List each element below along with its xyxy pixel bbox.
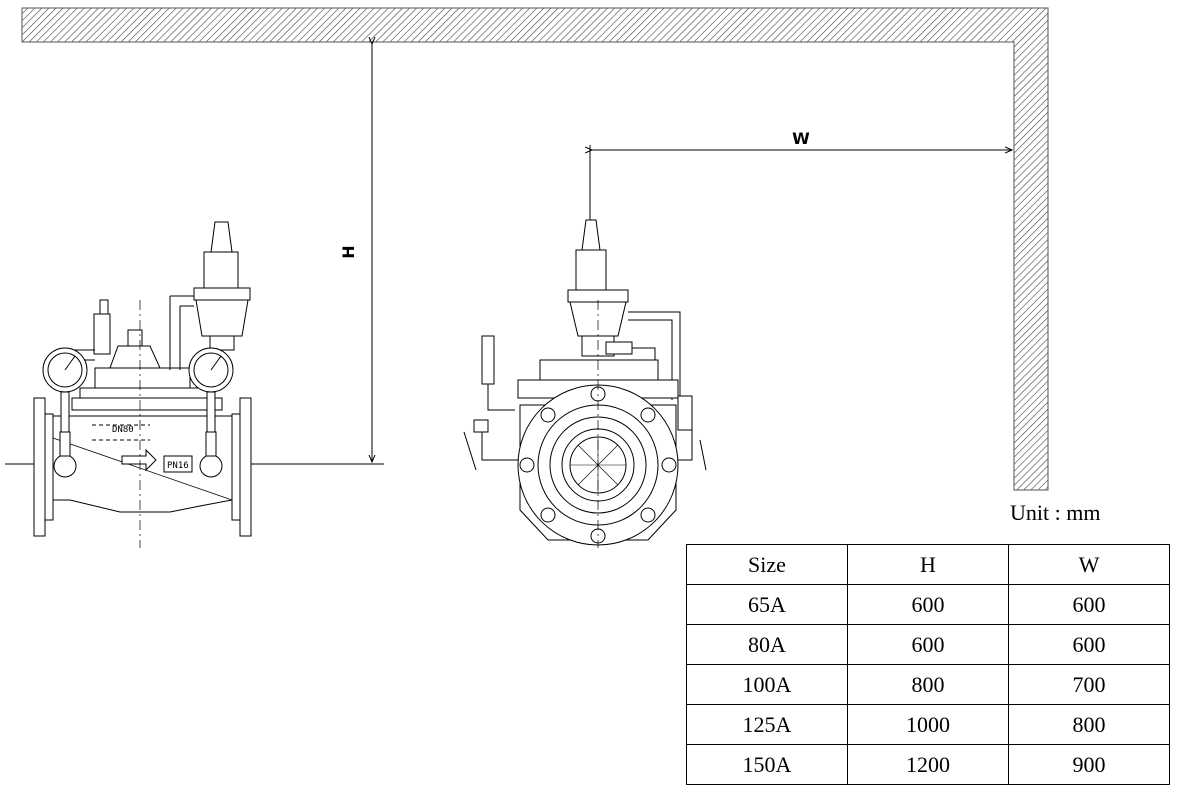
cell-h: 1000 [847,704,1009,745]
table-row: 125A 1000 800 [686,704,1170,745]
table-row: 65A 600 600 [686,584,1170,625]
cell-h: 600 [847,624,1009,665]
table-row: 150A 1200 900 [686,744,1170,785]
height-dimension [360,44,384,465]
cell-w: 600 [1008,624,1170,665]
cell-size: 65A [686,584,848,625]
header-size: Size [686,544,848,585]
cell-h: 600 [847,584,1009,625]
cell-size: 150A [686,744,848,785]
cell-size: 80A [686,624,848,665]
cell-h: 1200 [847,744,1009,785]
cell-size: 125A [686,704,848,745]
valve-side-view [463,219,707,548]
header-h: H [847,544,1009,585]
header-w: W [1008,544,1170,585]
width-dimension [590,145,1012,240]
cell-size: 100A [686,664,848,705]
width-dimension-label: W [792,129,810,148]
table-row: 100A 800 700 [686,664,1170,705]
cell-w: 600 [1008,584,1170,625]
body-marking: DN80 [112,425,134,435]
table-unit-label: Unit : mm [1010,500,1101,525]
table-row: 80A 600 600 [686,624,1170,665]
dimension-table: Size H W 65A 600 600 80A 600 600 100A 80… [686,544,1170,785]
cell-w: 900 [1008,744,1170,785]
cell-w: 700 [1008,664,1170,705]
cell-h: 800 [847,664,1009,705]
height-dimension-label: H [339,245,358,258]
table-header-row: Size H W [686,544,1170,585]
cell-w: 800 [1008,704,1170,745]
wall-ceiling [21,7,1049,491]
valve-front-view [33,221,252,548]
pressure-marking: PN16 [167,461,189,471]
